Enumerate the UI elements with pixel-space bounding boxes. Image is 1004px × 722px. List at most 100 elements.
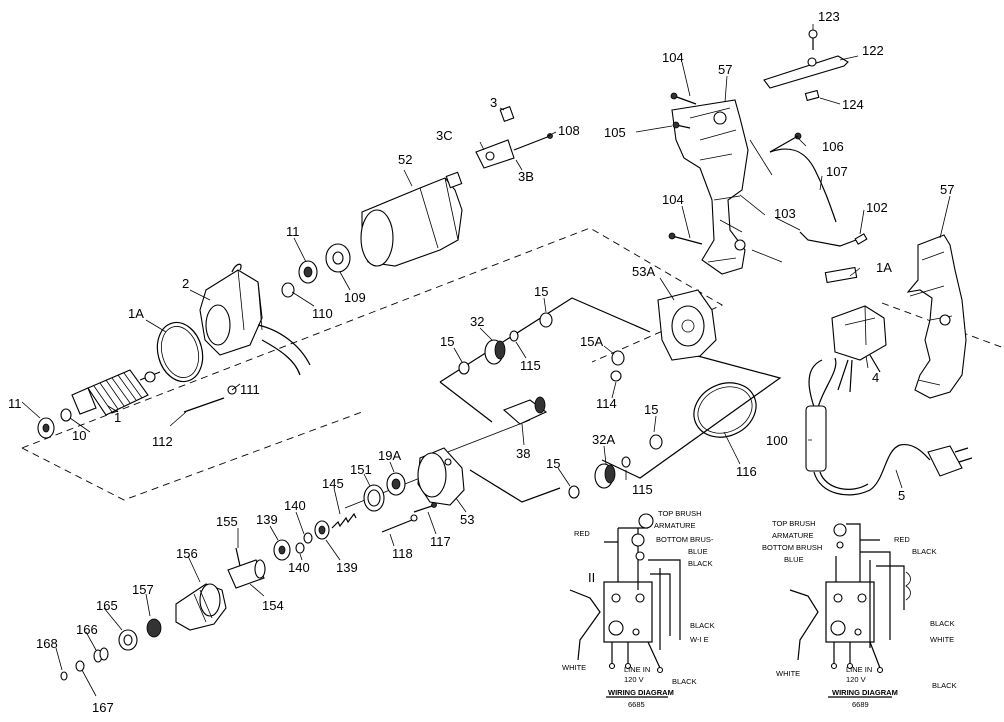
handle-half-57 [671, 99, 783, 275]
wiring-6689-top-brush: TOP BRUSH [772, 519, 815, 528]
washer-115-b [621, 456, 631, 468]
wiring-6685-armature: ARMATURE [654, 521, 696, 530]
wiring-6689-line-in: LINE IN [846, 665, 872, 674]
label-139-b: 139 [336, 560, 358, 575]
bearing-15a [611, 350, 625, 366]
screw-117 [413, 502, 437, 513]
dashed-assembly-outline-upper [21, 227, 723, 449]
screw-104-top [670, 92, 697, 105]
wiring-6689-title: WIRING DIAGRAM [832, 688, 898, 697]
label-110: 110 [312, 306, 333, 321]
spindle-38 [502, 396, 548, 425]
label-140-a: 140 [284, 498, 306, 513]
wiring-6685-white-left: WHITE [562, 663, 586, 672]
seal-151 [363, 484, 385, 512]
label-154: 154 [262, 598, 284, 613]
bearing-19a [386, 472, 406, 496]
label-122: 122 [862, 43, 884, 58]
label-109: 109 [344, 290, 366, 305]
bearing-11-top [298, 260, 318, 284]
clip-122 [763, 29, 849, 102]
washer-167 [75, 660, 85, 672]
wiring-6689-volt: 120 V [846, 675, 866, 684]
label-165: 165 [96, 598, 118, 613]
wiring-6689-black-1: BLACK [912, 547, 937, 556]
label-3c: 3C [436, 128, 453, 143]
screw-118 [381, 514, 418, 533]
wiring-6685-top-brush: TOP BRUSH [658, 509, 701, 518]
spindle-154 [227, 547, 266, 589]
label-15-c: 15 [644, 402, 658, 417]
washer-114 [610, 370, 622, 382]
label-3b: 3B [518, 169, 534, 184]
wiring-6685-line-in: LINE IN [624, 665, 650, 674]
label-53a: 53A [632, 264, 655, 279]
wiring-6685-roman: II [588, 570, 595, 585]
label-106: 106 [822, 139, 844, 154]
screw-105 [672, 121, 691, 129]
label-32a: 32A [592, 432, 615, 447]
screw-104-bottom [668, 232, 703, 245]
wiring-6689-red: RED [894, 535, 910, 544]
washer-115-a [509, 330, 519, 342]
wiring-6685-blue: BLUE [688, 547, 708, 556]
label-105: 105 [604, 125, 626, 140]
label-102: 102 [866, 200, 888, 215]
label-118: 118 [392, 546, 413, 561]
motor-housing-52 [360, 171, 463, 267]
wiring-6685-model: 6685 [628, 700, 645, 709]
wiring-6689-black-2: BLACK [930, 619, 955, 628]
label-100: 100 [766, 433, 788, 448]
label-11-left: 11 [8, 396, 22, 411]
label-116: 116 [736, 464, 757, 479]
label-57-right: 57 [940, 182, 954, 197]
label-166: 166 [76, 622, 98, 637]
bearing-15-c [649, 434, 663, 450]
label-2: 2 [182, 276, 189, 291]
wiring-6685-bottom-brush: BOTTOM BRUS- [656, 535, 714, 544]
label-10: 10 [72, 428, 86, 443]
gear-32 [484, 339, 506, 365]
label-104-top: 104 [662, 50, 684, 65]
washer-168 [60, 671, 68, 681]
label-52: 52 [398, 152, 412, 167]
wiring-6689-blue: BLUE [784, 555, 804, 564]
wiring-6685-white-right: W-I E [690, 635, 709, 644]
brush-3 [499, 105, 515, 123]
bearing-15-a [539, 312, 553, 328]
collar-139-a [273, 539, 291, 561]
label-104-bottom: 104 [662, 192, 684, 207]
collet-157 [146, 618, 162, 638]
wiring-6689-white-right: WHITE [930, 635, 954, 644]
label-115-b: 115 [632, 482, 653, 497]
wiring-diagram-6689: TOP BRUSH ARMATURE BOTTOM BRUSH RED BLUE… [762, 519, 957, 709]
label-19a: 19A [378, 448, 401, 463]
wiring-6685-volt: 120 V [624, 675, 644, 684]
label-108: 108 [558, 123, 580, 138]
wiring-6685-black-1: BLACK [688, 559, 713, 568]
label-38: 38 [516, 446, 530, 461]
bearing-15-d [568, 485, 580, 499]
label-5: 5 [898, 488, 905, 503]
washer-10 [60, 408, 72, 422]
label-139-a: 139 [256, 512, 278, 527]
baffle-1a [156, 321, 204, 383]
gear-case-53 [417, 447, 465, 506]
label-114: 114 [596, 396, 617, 411]
label-3: 3 [490, 95, 497, 110]
wiring-6689-bottom-brush: BOTTOM BRUSH [762, 543, 822, 552]
wire-103-102 [799, 231, 868, 247]
washer-140-a [303, 532, 313, 544]
washer-140-b [295, 542, 305, 554]
gear-case-53a [657, 289, 717, 361]
spring-145 [331, 512, 357, 529]
label-145: 145 [322, 476, 344, 491]
armature-1 [71, 369, 161, 416]
collar-139-b [314, 520, 330, 540]
dashed-assembly-outline-lower [21, 411, 363, 501]
wiring-6689-white-left: WHITE [776, 669, 800, 678]
wire-107 [769, 132, 837, 223]
leader-lines [21, 24, 951, 697]
nut-165 [118, 629, 138, 651]
